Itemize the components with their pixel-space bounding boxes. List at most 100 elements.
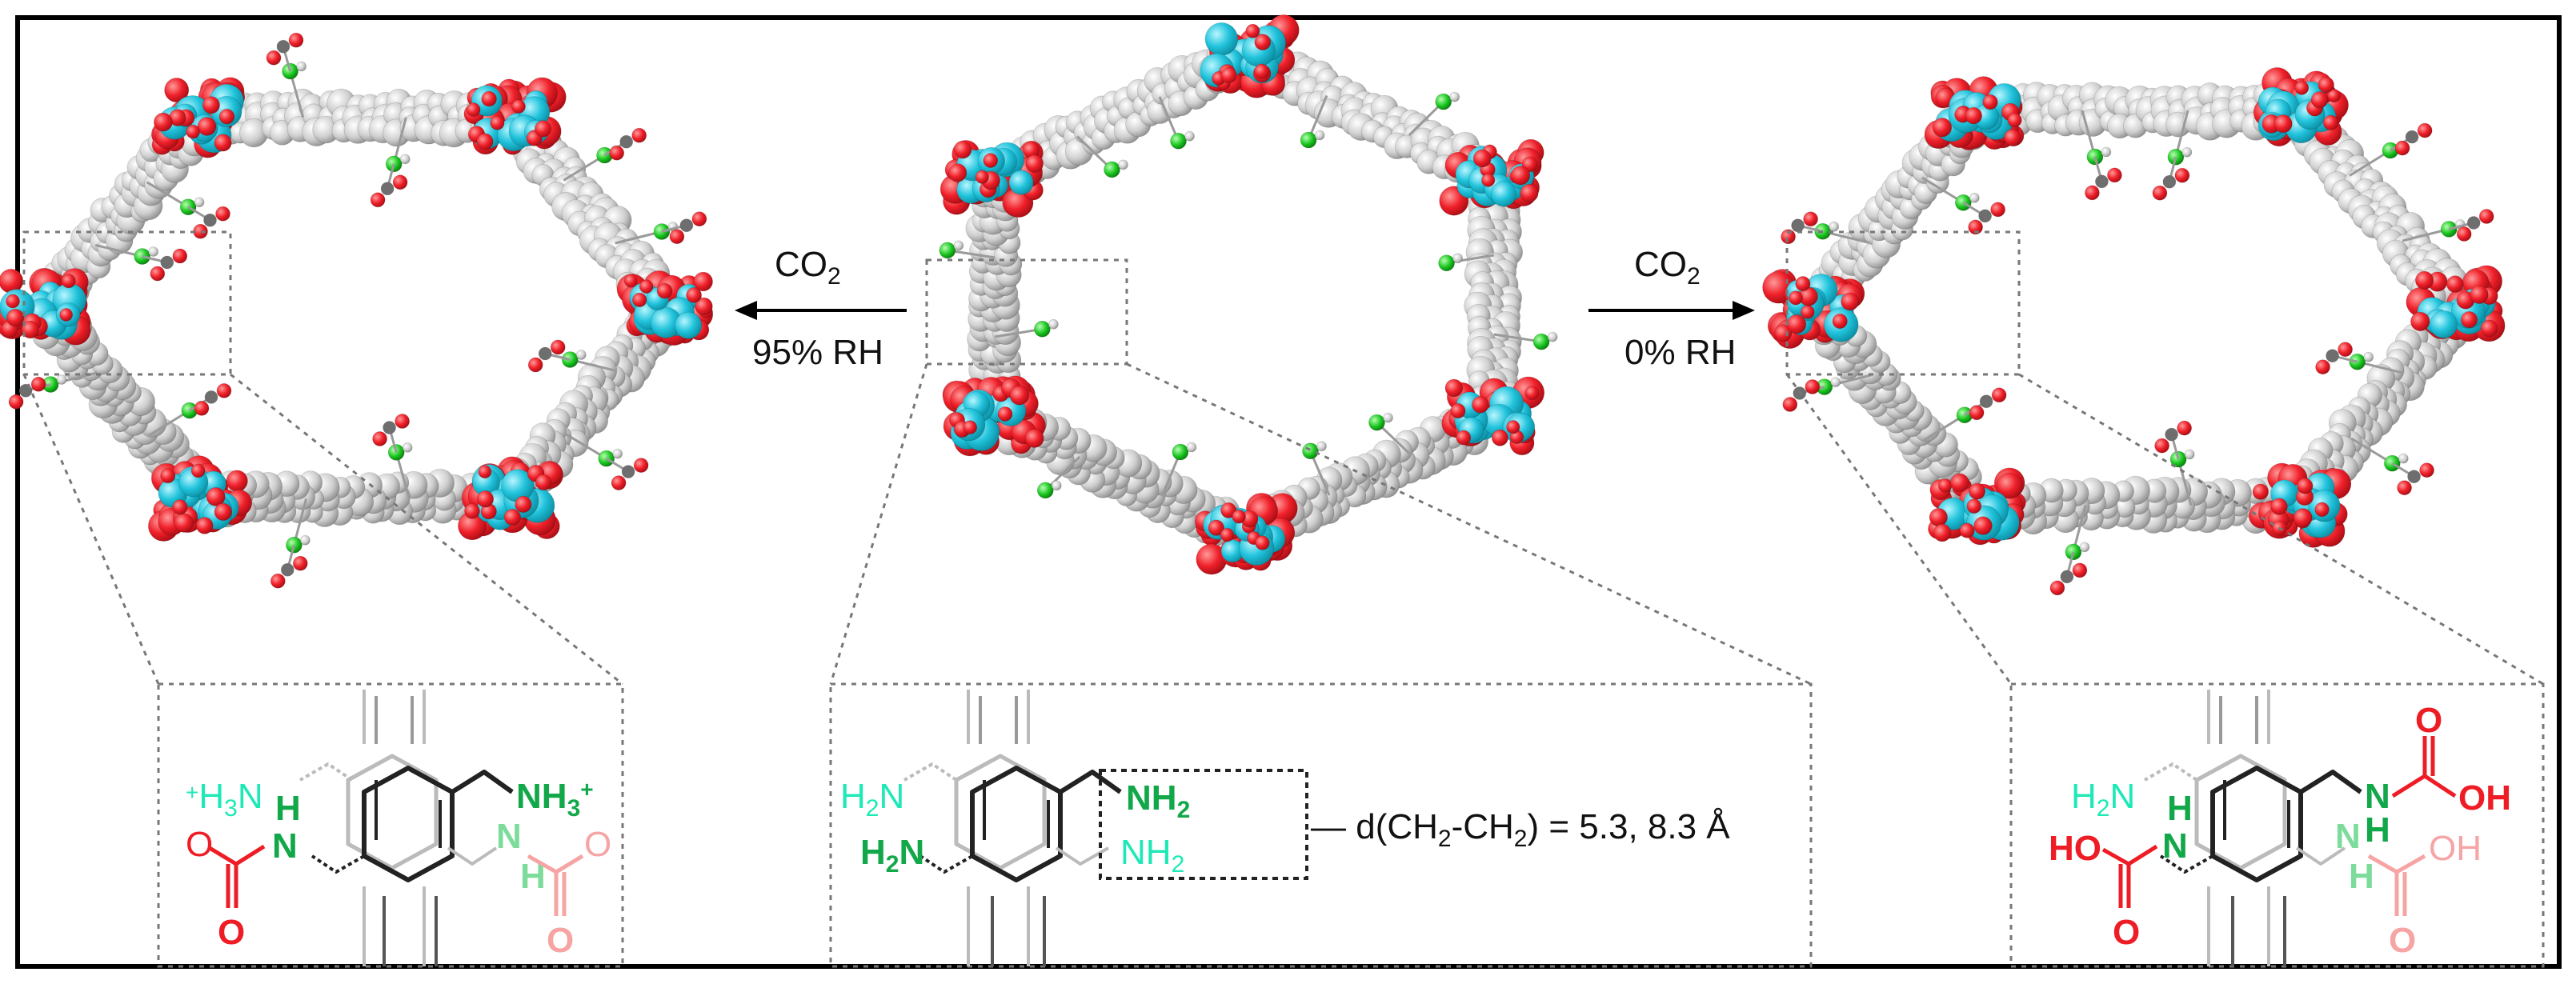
oxygen-atom xyxy=(1991,387,2007,403)
mof-ring-left xyxy=(0,32,714,589)
carbon-atom xyxy=(383,421,397,434)
amine-left-label: H2N xyxy=(2071,777,2135,822)
oxygen-atom xyxy=(216,382,232,398)
oxygen-atom xyxy=(515,495,532,514)
oxygen-atom xyxy=(174,513,194,533)
oxygen-atom xyxy=(164,78,190,103)
oxygen-atom xyxy=(1782,397,1798,412)
oxygen-atom xyxy=(395,414,411,429)
oxygen-atom xyxy=(2460,310,2478,329)
oxygen-atom xyxy=(983,153,999,168)
hydrogen-atom xyxy=(56,374,67,385)
hydrogen-atom xyxy=(1184,130,1195,142)
oxygen-atom xyxy=(1208,519,1224,536)
oxygen-atom xyxy=(1959,522,1975,538)
carbamic-n-left: N xyxy=(2162,826,2188,866)
oxygen-atom xyxy=(511,99,526,114)
oxygen-atom xyxy=(160,468,176,484)
oxygen-atom xyxy=(1510,166,1531,186)
oxygen-atom xyxy=(1933,523,1952,542)
oxygen-atom xyxy=(693,271,713,292)
nitrogen-atom xyxy=(1170,132,1187,150)
oxygen-atom xyxy=(1774,324,1793,342)
biphenyl-skeleton-right xyxy=(2144,690,2362,966)
oxygen-atom xyxy=(686,287,702,303)
arrow-right-condition: 0% RH xyxy=(1625,333,1736,372)
arrow-left-reagent: CO2 xyxy=(775,245,841,290)
carbamic-oh-top: OH xyxy=(2458,778,2511,818)
oxygen-atom xyxy=(2084,185,2100,201)
oxygen-atom xyxy=(1450,402,1466,419)
carbamate-o-double: O xyxy=(218,913,245,952)
nitrogen-atom xyxy=(1104,161,1120,178)
oxygen-atom xyxy=(1220,66,1237,84)
oxygen-atom xyxy=(1491,429,1508,446)
oxygen-atom xyxy=(534,120,552,138)
hydrogen-atom xyxy=(2181,146,2193,158)
oxygen-atom xyxy=(1929,507,1948,527)
oxygen-atom xyxy=(1506,420,1520,434)
oxygen-atom xyxy=(609,145,625,161)
oxygen-atom xyxy=(1444,378,1464,398)
carbon-atom xyxy=(1791,218,1805,233)
carbon-atom xyxy=(203,213,217,227)
carbamic-acid-right-bonds xyxy=(2367,854,2426,916)
oxygen-atom xyxy=(1800,305,1815,319)
mof-ring-middle xyxy=(939,14,1558,575)
nitrogen-atom xyxy=(1438,254,1455,272)
oxygen-atom xyxy=(1220,527,1235,542)
oxygen-atom xyxy=(1841,292,1860,311)
oxygen-atom xyxy=(1220,502,1237,518)
carbon-atom xyxy=(2407,470,2422,484)
oxygen-atom xyxy=(2072,562,2088,578)
oxygen-atom xyxy=(1932,118,1953,138)
oxygen-atom xyxy=(2322,114,2339,130)
oxygen-atom xyxy=(8,394,24,410)
hydrogen-atom xyxy=(194,197,205,208)
oxygen-atom xyxy=(2446,275,2464,293)
carbon-atom xyxy=(2060,570,2074,584)
nitrogen-atom xyxy=(1954,194,1972,211)
amine3-label: H2N xyxy=(860,833,924,878)
oxygen-atom xyxy=(202,96,220,114)
bond xyxy=(1923,414,1965,442)
bond xyxy=(2072,505,2087,553)
oxygen-atom xyxy=(633,458,649,473)
bond xyxy=(1160,451,1182,498)
hydrogen-atom xyxy=(1316,441,1327,452)
oxygen-atom xyxy=(975,170,989,184)
zoom-guides xyxy=(22,362,2544,686)
oxygen-atom xyxy=(1968,219,1984,235)
oxygen-atom xyxy=(464,502,480,519)
hydrogen-atom xyxy=(612,448,623,459)
bond xyxy=(94,243,143,258)
amine4-label: NH2 xyxy=(1120,833,1184,878)
bond xyxy=(2357,360,2405,374)
oxygen-atom xyxy=(2414,270,2434,290)
oxygen-atom xyxy=(2470,285,2489,304)
hydrogen-atom xyxy=(1449,91,1460,102)
nitrogen-atom xyxy=(1532,333,1550,350)
carbamic-acid-top-bonds xyxy=(2391,736,2457,798)
oxygen-atom xyxy=(1232,509,1246,524)
oxygen-atom xyxy=(2417,122,2433,138)
oxygen-atom xyxy=(2270,498,2288,515)
oxygen-atom xyxy=(550,339,566,355)
carbamic-h-left: H xyxy=(2167,789,2193,828)
hydrogen-atom xyxy=(1118,159,1128,170)
oxygen-atom xyxy=(1803,211,1819,227)
oxygen-atom xyxy=(1255,535,1270,550)
hydrogen-atom xyxy=(1383,412,1393,423)
carbon-atom xyxy=(380,182,395,196)
oxygen-atom xyxy=(631,292,647,308)
carbon-atom xyxy=(276,39,290,54)
oxygen-atom xyxy=(695,297,713,316)
carbamate2-o-minus: O xyxy=(584,825,611,864)
oxygen-atom xyxy=(2478,209,2494,224)
hydrogen-atom xyxy=(402,442,413,453)
oxygen-atom xyxy=(2004,129,2021,146)
hydrogen-atom xyxy=(1051,480,1062,491)
oxygen-atom xyxy=(466,102,481,118)
oxygen-atom xyxy=(2252,483,2269,500)
hydrogen-atom xyxy=(1547,331,1558,342)
